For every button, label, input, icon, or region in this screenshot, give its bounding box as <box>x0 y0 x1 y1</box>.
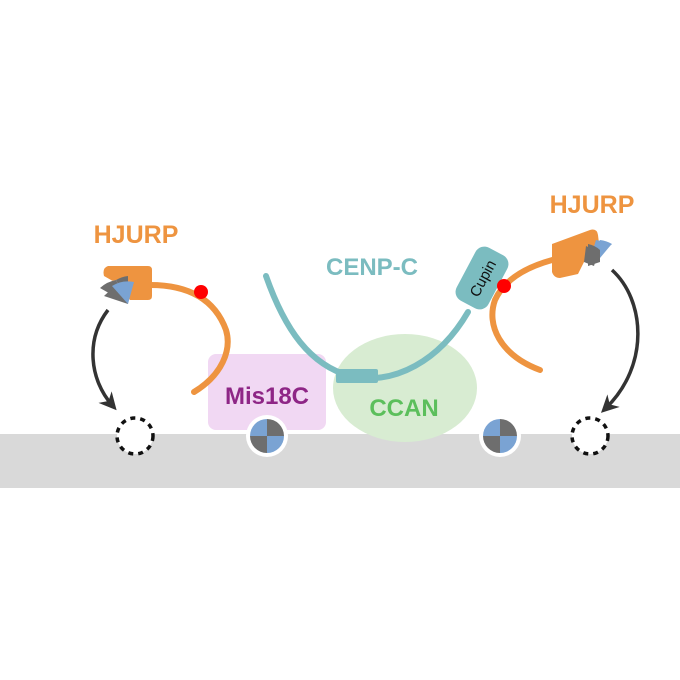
nucleosome-right <box>479 415 521 457</box>
empty-deposit-site-left <box>115 416 155 456</box>
cenpc-label: CENP-C <box>326 254 418 281</box>
cupin-domain: Cupin <box>455 246 509 310</box>
hjurp-right-head <box>552 229 600 278</box>
hjurp-left-label: HJURP <box>94 221 179 249</box>
mis18c-box <box>208 354 326 430</box>
ccan-label: CCAN <box>369 395 438 422</box>
empty-deposit-site-right <box>570 416 610 456</box>
hjurp-right-phospho-dot <box>497 279 511 293</box>
hjurp-left-deposit-arrow <box>91 308 117 411</box>
hjurp-left-phospho-dot <box>194 285 208 299</box>
hjurp-right-cenpa-nucleosome <box>584 240 612 266</box>
hjurp-right-deposit-arrow <box>600 268 640 413</box>
nucleosome-left <box>246 415 288 457</box>
hjurp-left-chain <box>147 282 231 395</box>
cenpc-ccan-binding-block <box>336 369 378 383</box>
mis18c-label: Mis18C <box>225 383 309 410</box>
hjurp-right-chain <box>489 255 563 373</box>
ccan-ellipse <box>333 334 477 442</box>
hjurp-right-label: HJURP <box>550 191 635 219</box>
chromatin-band <box>0 434 680 488</box>
hjurp-left-cenpa-nucleosome <box>94 276 134 308</box>
